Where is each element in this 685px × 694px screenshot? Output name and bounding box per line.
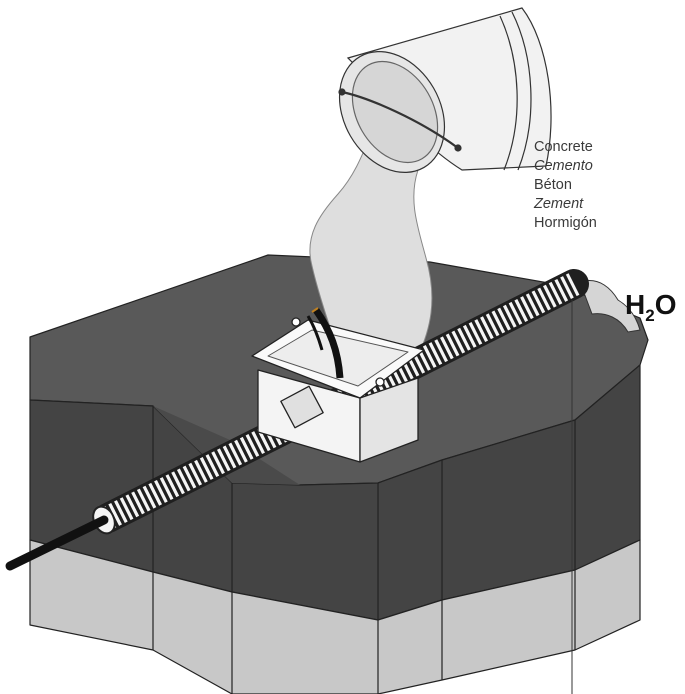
box-gland — [280, 385, 324, 429]
box-wire — [313, 307, 344, 379]
bucket — [338, 7, 552, 173]
handle-pivot — [338, 88, 346, 96]
cable — [5, 515, 109, 571]
water-label-h: H — [625, 289, 646, 320]
label-concrete-it: Cemento — [534, 158, 593, 174]
box-right — [359, 377, 419, 463]
water-spill — [579, 280, 641, 333]
box-wire — [311, 307, 319, 313]
lid-screw — [375, 377, 385, 387]
bucket-rib — [499, 15, 518, 171]
lid-screw — [291, 317, 301, 327]
box-wire — [306, 315, 324, 351]
water-label: H2O — [625, 289, 677, 325]
handle-pivot — [454, 144, 462, 152]
bucket-rib — [511, 11, 532, 171]
water-label-o: O — [654, 289, 677, 320]
label-concrete-es: Hormigón — [534, 215, 597, 231]
label-concrete-en: Concrete — [534, 139, 593, 155]
label-concrete-fr: Béton — [534, 177, 572, 193]
junction-box — [251, 307, 425, 463]
concrete-labels: Concrete Cemento Béton Zement Hormigón — [534, 138, 597, 233]
slab-side-light — [29, 539, 641, 694]
water-label-subscript: 2 — [645, 306, 655, 325]
label-concrete-de: Zement — [534, 196, 584, 212]
bucket-handle — [341, 90, 459, 149]
